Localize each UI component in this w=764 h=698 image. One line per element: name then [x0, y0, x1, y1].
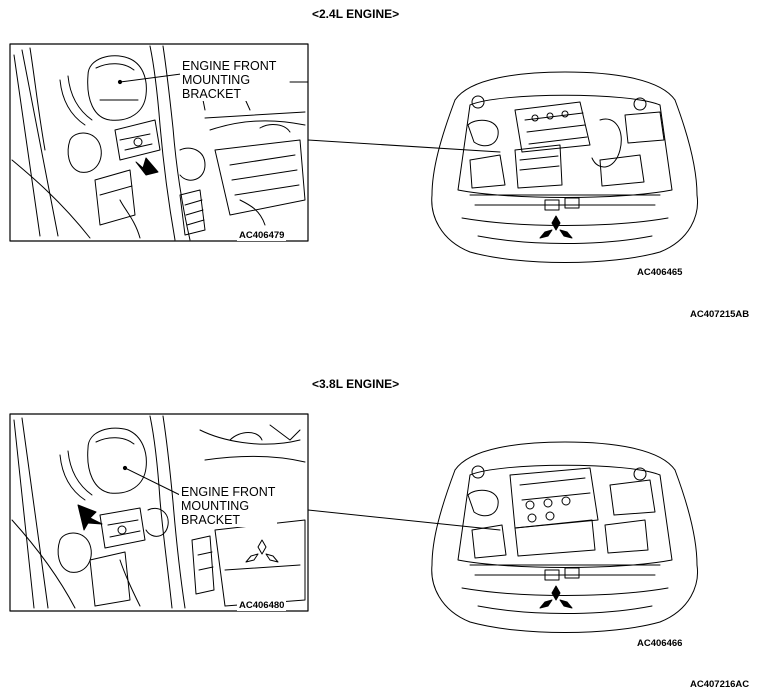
callout-leader-2-4l: [119, 73, 182, 83]
overview-car-3-8l: [431, 441, 699, 633]
detail-view-2-4l: [9, 43, 309, 242]
overview-car-2-4l: [431, 71, 699, 263]
connector-line-2-4l: [307, 139, 501, 153]
callout-leader-3-8l: [124, 467, 181, 496]
detail-code-2-4l: AC406479: [237, 230, 287, 241]
detail-code-3-8l: AC406480: [237, 600, 287, 611]
figure-code-2-4l: AC407215AB: [690, 309, 750, 320]
connector-line-3-8l: [307, 509, 501, 531]
callout-label-2-4l: ENGINE FRONT MOUNTING BRACKET: [180, 59, 279, 101]
overview-code-3-8l: AC406466: [637, 638, 683, 649]
overview-code-2-4l: AC406465: [637, 267, 683, 278]
figure-code-3-8l: AC407216AC: [690, 679, 750, 690]
section-heading-3-8l: <3.8L ENGINE>: [312, 377, 400, 391]
section-heading-2-4l: <2.4L ENGINE>: [312, 7, 400, 21]
callout-label-3-8l: ENGINE FRONT MOUNTING BRACKET: [179, 485, 278, 527]
